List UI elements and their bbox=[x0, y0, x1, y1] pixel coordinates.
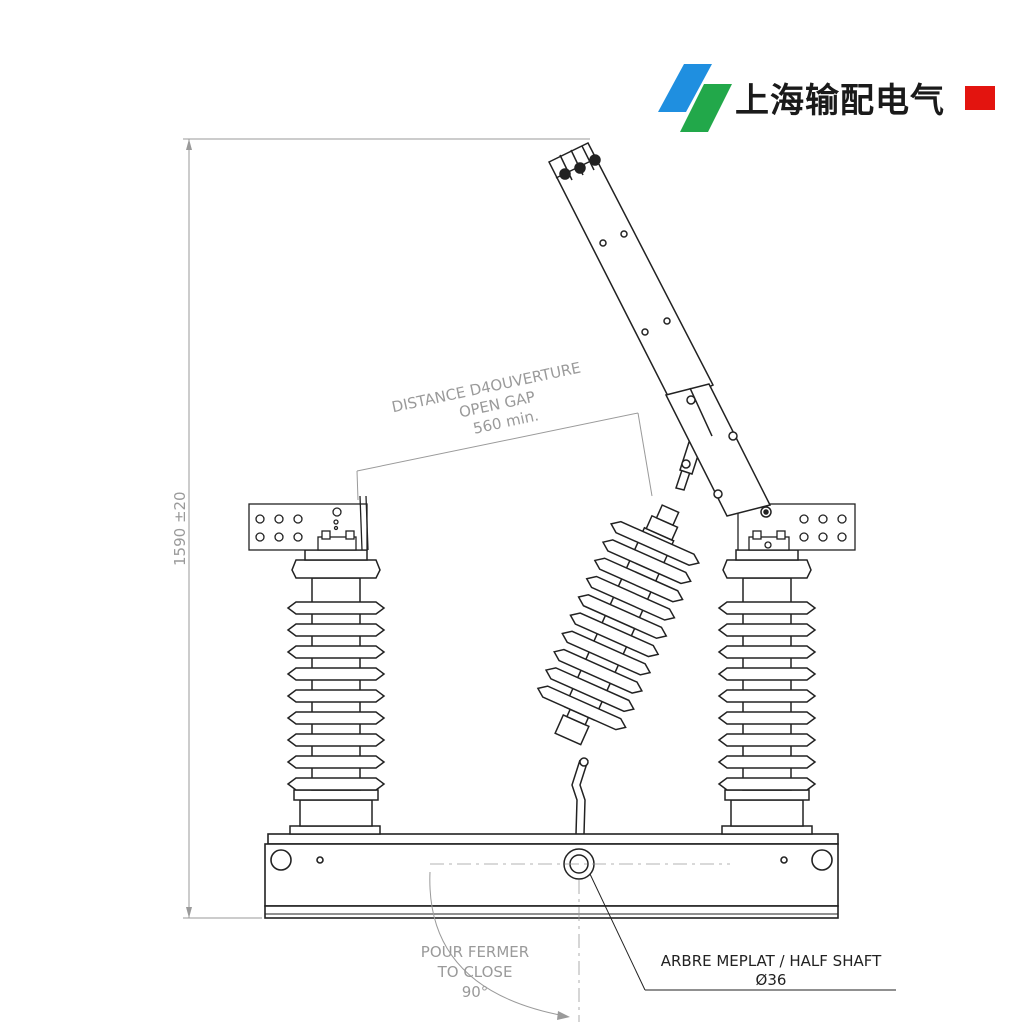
logo-blue-stripe bbox=[658, 64, 712, 112]
shaft-leader bbox=[589, 873, 896, 991]
shaft-label-line2: Ø36 bbox=[756, 971, 787, 989]
right-insulator bbox=[718, 549, 816, 835]
rotation-arc bbox=[429, 871, 570, 1020]
switch-blade bbox=[547, 142, 772, 518]
rotating-insulator bbox=[534, 504, 703, 746]
rotation-label-line1: POUR FERMER bbox=[421, 943, 529, 961]
left-insulator bbox=[287, 549, 385, 835]
company-logo: 上海输配电气 bbox=[658, 64, 995, 132]
height-dimension-label: 1590 ±20 bbox=[171, 491, 189, 566]
logo-green-stripe bbox=[680, 84, 732, 132]
gap-dimension-line bbox=[356, 412, 653, 501]
right-terminal bbox=[737, 503, 856, 551]
height-dimension bbox=[183, 138, 590, 919]
drive-rod bbox=[571, 757, 589, 835]
left-terminal bbox=[248, 495, 369, 551]
rotation-label-line2: TO CLOSE bbox=[437, 963, 513, 981]
rotation-label-line3: 90° bbox=[462, 983, 489, 1001]
base-frame bbox=[264, 833, 839, 919]
logo-text: 上海输配电气 bbox=[735, 81, 945, 121]
logo-red-square bbox=[965, 86, 995, 110]
shaft-label-line1: ARBRE MEPLAT / HALF SHAFT bbox=[661, 952, 882, 970]
